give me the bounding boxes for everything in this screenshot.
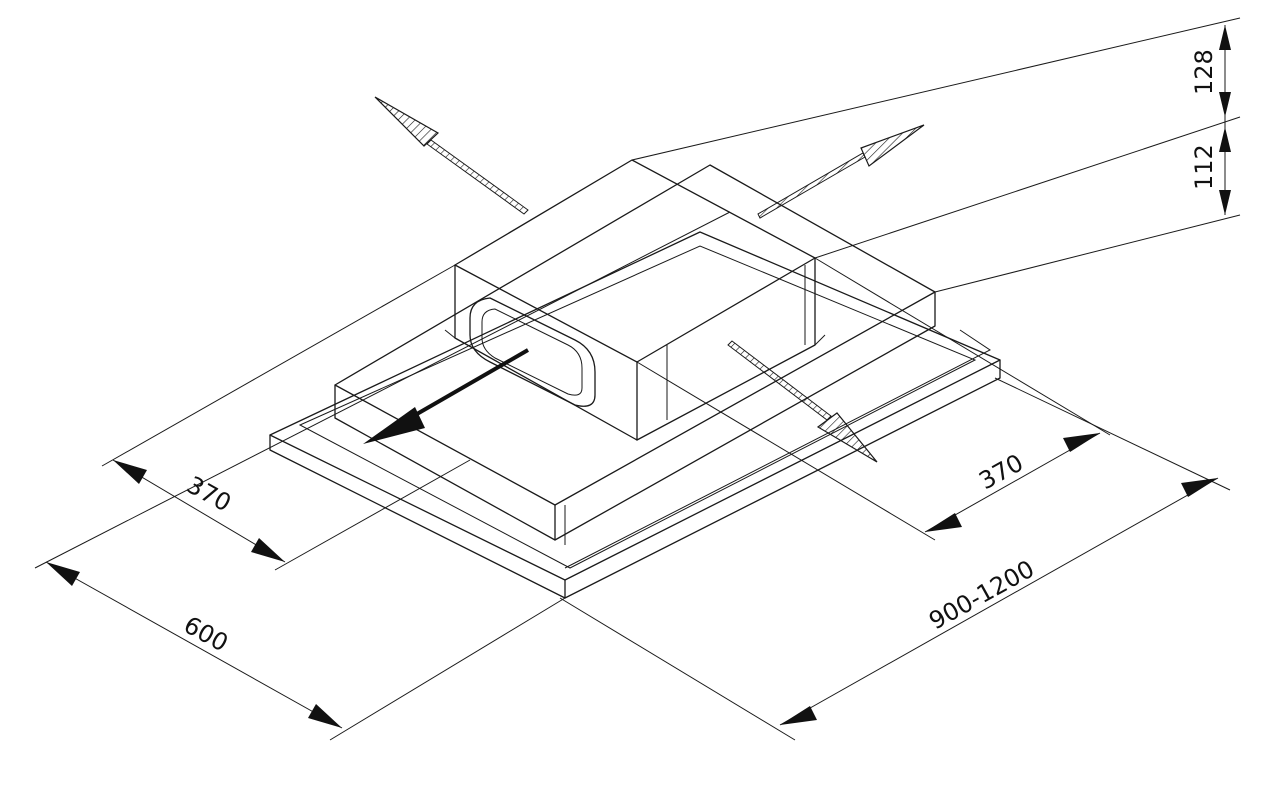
airflow-arrow-upper-left xyxy=(374,96,529,215)
dimension-370-width-label: 370 xyxy=(974,449,1028,496)
dimension-370-depth-label: 370 xyxy=(182,471,236,518)
dimension-heights: 128 112 xyxy=(631,17,1241,293)
dimension-width-outer: 900-1200 xyxy=(559,377,1231,741)
duct-outlet xyxy=(469,297,596,407)
dimension-600-label: 600 xyxy=(179,611,233,658)
motor-box xyxy=(444,159,826,441)
dimension-112-label: 112 xyxy=(1190,144,1218,190)
airflow-arrow-lower-right xyxy=(727,340,878,463)
airflow-arrow-upper-right xyxy=(757,124,925,219)
dimension-900-1200-label: 900-1200 xyxy=(924,555,1039,636)
dimension-128-label: 128 xyxy=(1190,49,1218,95)
hood-base-plate xyxy=(269,231,1001,599)
airflow-arrow-front xyxy=(363,348,529,444)
hood-upper-body xyxy=(334,164,991,569)
